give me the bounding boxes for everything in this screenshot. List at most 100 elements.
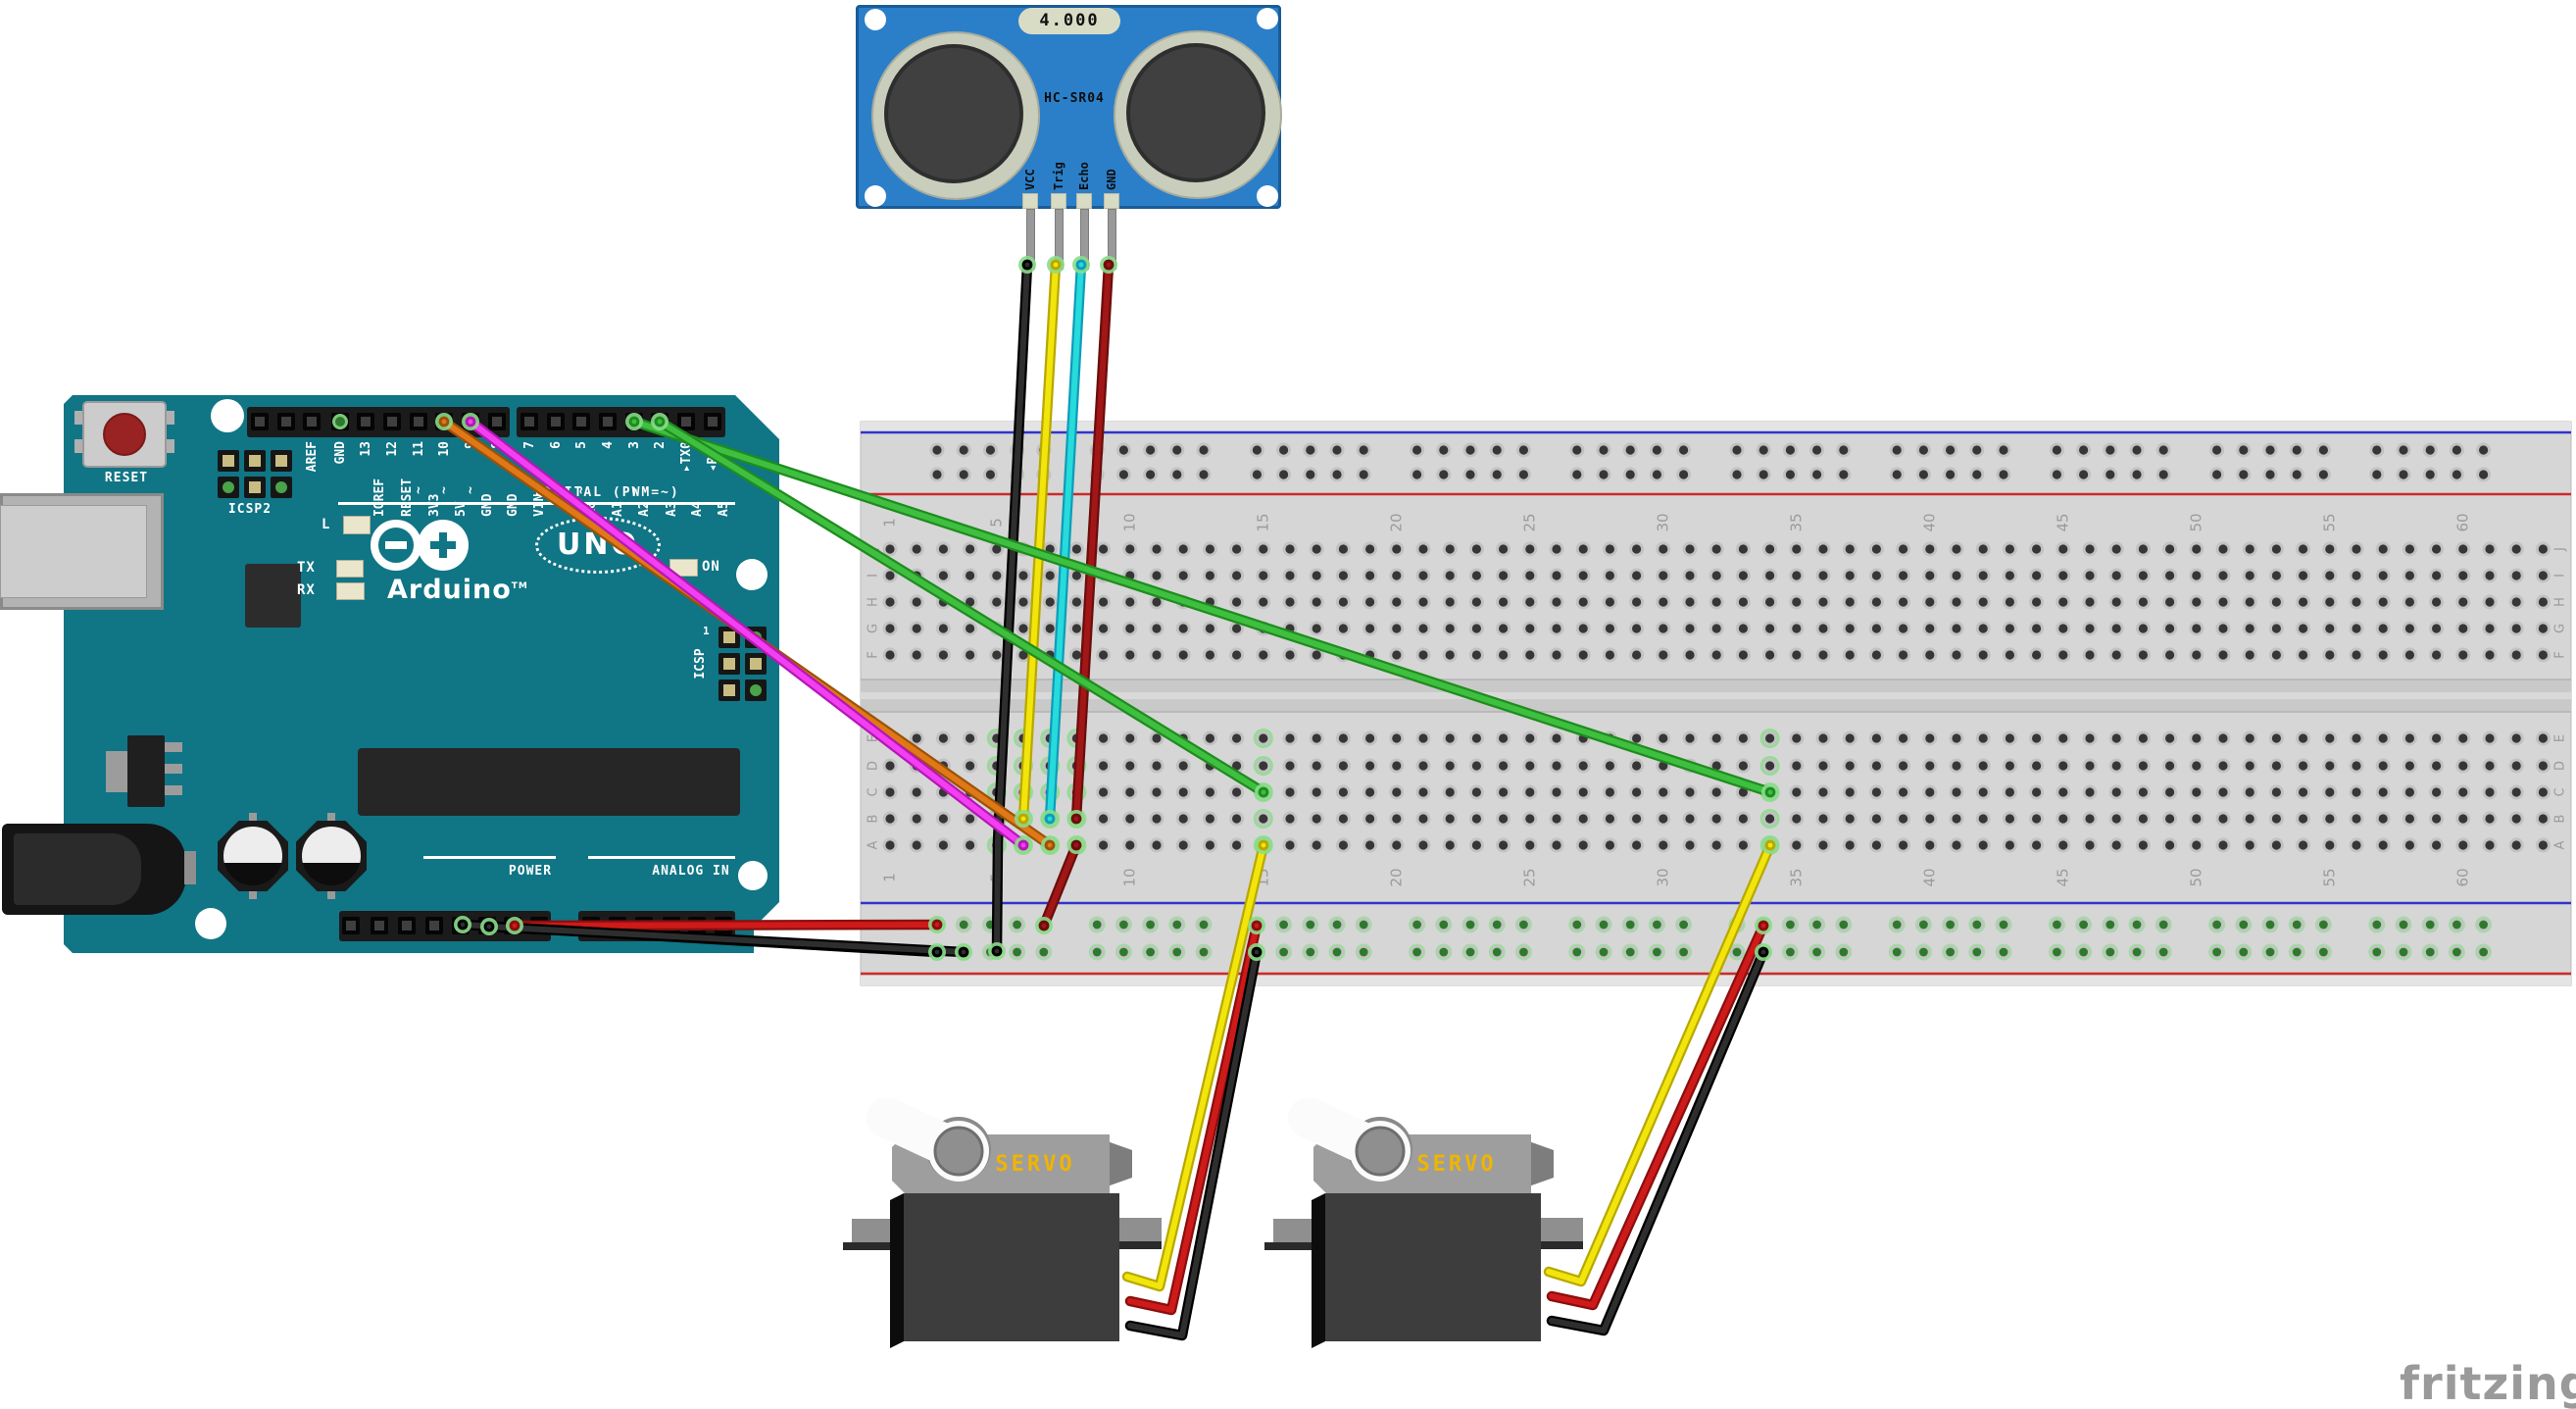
header-pin-hole <box>346 921 356 931</box>
icsp-pin[interactable] <box>718 627 740 648</box>
regulator-pin <box>165 764 182 774</box>
power-jack-tab <box>184 851 196 884</box>
header-pin-hole <box>603 417 613 427</box>
servo-motor-1[interactable]: SERVO <box>843 1098 1176 1363</box>
breadboard-row-letter: I <box>867 574 881 578</box>
breadboard-column-number: 45 <box>2054 868 2071 886</box>
header-pin[interactable] <box>599 413 617 430</box>
header-pin[interactable] <box>303 413 321 430</box>
mounting-hole <box>738 861 768 890</box>
header-pin[interactable] <box>425 917 443 934</box>
servo-body <box>1325 1193 1541 1341</box>
header-pin-hole <box>414 417 423 427</box>
icsp-pin[interactable] <box>745 653 767 675</box>
icsp2-pin[interactable] <box>271 450 292 472</box>
servo-label: SERVO <box>1416 1152 1496 1177</box>
breadboard-column-number: 1 <box>881 873 899 882</box>
icsp-pin[interactable] <box>745 679 767 701</box>
header-pin[interactable] <box>342 917 360 934</box>
breadboard-column-number: 25 <box>1520 868 1538 886</box>
servo-tab-right <box>1119 1218 1162 1242</box>
digital-divider <box>338 502 735 505</box>
crystal-value: 4.000 <box>1039 11 1100 30</box>
header-pin[interactable] <box>383 413 401 430</box>
breadboard-column-number: 5 <box>987 518 1005 528</box>
reset-label: RESET <box>104 471 149 485</box>
breadboard-row-letter: I <box>2553 574 2568 578</box>
header-pin[interactable] <box>398 917 416 934</box>
crystal-oscillator: 4.000 <box>1018 8 1120 34</box>
header-pin[interactable] <box>488 413 506 430</box>
usb-connector-face <box>0 505 147 598</box>
header-pin-hole <box>576 417 586 427</box>
icsp-pin[interactable] <box>718 679 740 701</box>
breadboard-row-letter: F <box>867 651 881 658</box>
sensor-pad <box>1104 193 1119 209</box>
header-pin[interactable] <box>704 413 721 430</box>
icsp2-pin-hole <box>223 481 234 493</box>
sensor-mounting-hole <box>865 185 886 207</box>
icsp-pin[interactable] <box>718 653 740 675</box>
header-pin[interactable] <box>277 413 295 430</box>
icsp2-pin[interactable] <box>271 477 292 498</box>
header-pin[interactable] <box>251 413 269 430</box>
icsp2-pin[interactable] <box>244 450 266 472</box>
breadboard-column-number: 1 <box>881 518 899 528</box>
header-pin-hole <box>429 921 439 931</box>
led-on <box>669 559 698 577</box>
breadboard-column-number: 35 <box>1787 868 1805 886</box>
capacitor-lead <box>249 813 257 824</box>
header-pin-hole <box>708 417 718 427</box>
arduino-brand: ArduinoTM <box>387 575 528 605</box>
header-pin[interactable] <box>371 917 388 934</box>
icsp-pin1-label: 1 <box>703 625 711 637</box>
icsp-pin-hole <box>723 631 735 643</box>
icsp2-pin[interactable] <box>218 477 239 498</box>
header-pin-hole <box>361 417 371 427</box>
icsp-pin-hole <box>750 658 762 670</box>
power-caption: POWER <box>508 864 553 879</box>
header-pin[interactable] <box>547 413 565 430</box>
header-pin[interactable] <box>677 413 695 430</box>
mounting-hole <box>195 908 226 939</box>
breadboard-column-number: 40 <box>1920 868 1938 886</box>
sensor-pad <box>1076 193 1092 209</box>
led-rx <box>336 582 365 600</box>
icsp2-pin[interactable] <box>244 477 266 498</box>
servo-tab-shadow <box>1264 1242 1313 1250</box>
led-l-label: L <box>322 517 331 532</box>
breadboard-column-number: 35 <box>1787 513 1805 531</box>
header-pin-hole <box>374 921 384 931</box>
capacitor-top <box>223 827 282 885</box>
header-pin-hole <box>492 417 502 427</box>
mounting-hole <box>211 399 244 432</box>
wires <box>332 256 1779 1341</box>
led-tx <box>336 560 364 578</box>
voltage-regulator <box>127 735 165 807</box>
header-pin[interactable] <box>357 413 374 430</box>
breadboard-row-letter: B <box>867 815 881 824</box>
sensor-mounting-hole <box>1257 8 1278 29</box>
icsp2-pin[interactable] <box>218 450 239 472</box>
icsp2-label: ICSP2 <box>227 502 272 517</box>
reset-button-cap[interactable] <box>103 413 146 456</box>
header-pin[interactable] <box>410 413 427 430</box>
icsp-pin-hole <box>750 684 762 696</box>
servo-hub <box>1355 1126 1406 1177</box>
breadboard-row-letter: D <box>867 761 881 771</box>
header-pin[interactable] <box>572 413 590 430</box>
icsp2-pin-hole <box>275 455 287 467</box>
header-pin[interactable] <box>520 413 538 430</box>
servo-motor-2[interactable]: SERVO <box>1264 1098 1598 1363</box>
breadboard-column-number: 15 <box>1254 513 1271 531</box>
servo-body-bevel <box>890 1193 904 1348</box>
header-pin-hole <box>387 417 397 427</box>
transducer-right-cone <box>1126 43 1265 182</box>
fritzing-watermark: fritzing <box>2400 1357 2576 1409</box>
mounting-hole <box>736 559 768 590</box>
header-pin-hole <box>402 921 412 931</box>
header-pin-hole <box>307 417 317 427</box>
breadboard-column-number: 10 <box>1120 513 1138 531</box>
